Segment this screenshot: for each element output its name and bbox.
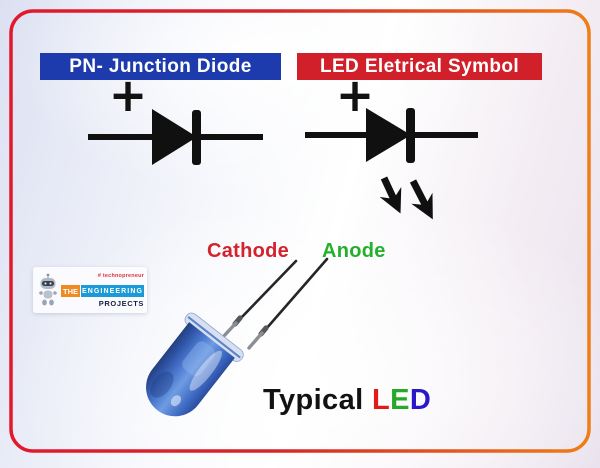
- plus-icon: +: [108, 68, 148, 122]
- logo-tagline: # technopreneur: [97, 273, 144, 279]
- robot-mascot-icon: [39, 273, 57, 306]
- logo-engineering-badge: ENGINEERING: [81, 285, 144, 297]
- led-letter-l: L: [372, 384, 391, 416]
- pn-junction-title: PN- Junction Diode: [40, 53, 281, 80]
- typical-word: Typical: [263, 384, 373, 416]
- anode-leg: [247, 257, 329, 350]
- logo-the-badge: THE: [61, 285, 80, 297]
- engineering-projects-logo: # technopreneur THE ENGINEERING PROJECTS: [33, 267, 147, 313]
- light-emission-arrows-icon: [379, 176, 433, 220]
- cathode-leg: [221, 259, 298, 339]
- led-photo: [146, 257, 329, 417]
- frame-border: [9, 9, 591, 453]
- led-symbol-title: LED Eletrical Symbol: [297, 53, 542, 80]
- typical-led-caption: Typical LED: [263, 384, 431, 417]
- logo-projects-label: PROJECTS: [98, 299, 144, 308]
- led-diode-symbol: [305, 108, 478, 163]
- led-letter-e: E: [390, 384, 410, 416]
- led-body: [146, 312, 244, 417]
- pn-diode-symbol: [88, 109, 263, 165]
- cathode-label: Cathode: [207, 240, 290, 262]
- led-letter-d: D: [409, 384, 432, 416]
- plus-icon: +: [335, 68, 375, 122]
- anode-label: Anode: [322, 240, 386, 262]
